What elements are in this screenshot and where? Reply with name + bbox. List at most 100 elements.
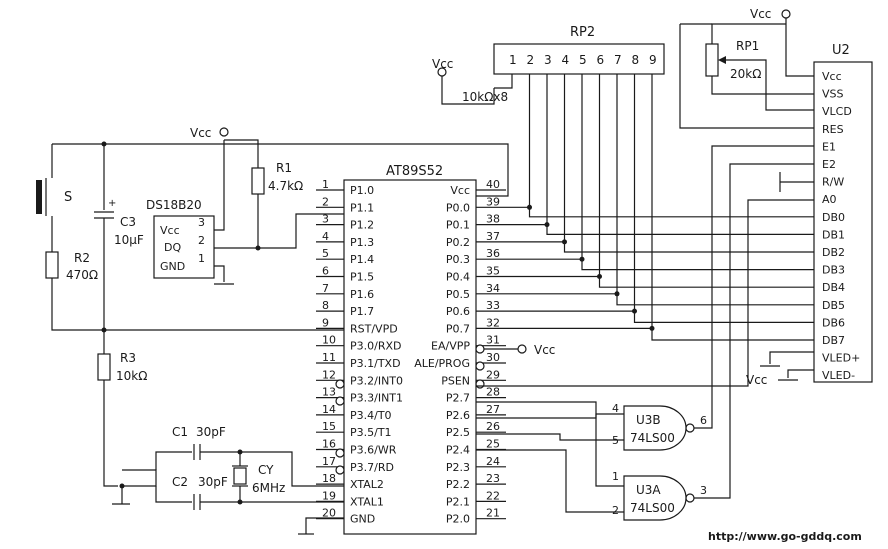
rp1-wiper-arrow (718, 56, 726, 64)
wire (305, 517, 344, 534)
r3-value: 10kΩ (116, 369, 147, 383)
p0-data-bus (506, 74, 814, 341)
source-url: http://www.go-gddq.com (708, 530, 862, 543)
mcu-pin-number: 6 (322, 265, 329, 278)
rp2-pin-number: 2 (527, 53, 535, 67)
wire (787, 369, 814, 378)
rp1-body (705, 43, 719, 77)
mcu-pin-number: 35 (486, 265, 500, 278)
mcu-pin-name: P3.2/INT0 (350, 374, 403, 387)
lcd-pin-name: DB2 (822, 246, 845, 259)
mcu-pin-number: 33 (486, 299, 500, 312)
c1-value: 30pF (196, 425, 226, 439)
junction-dot (562, 239, 567, 245)
db-wire (563, 241, 814, 253)
mcu-pin-name: P3.5/T1 (350, 426, 392, 439)
lcd-pin-name: VSS (822, 88, 844, 101)
r1-pullup: Vcc R1 4.7kΩ (190, 126, 344, 251)
rp2-pin-number: 1 (509, 53, 517, 67)
mcu-pin-name: P3.1/TXD (350, 357, 401, 370)
pin-bubble-rd (335, 465, 345, 475)
mcu-pin-number: 22 (486, 489, 500, 502)
mcu-pin-name: P1.3 (350, 236, 374, 249)
wire (711, 76, 814, 95)
mcu-pin-name: P2.6 (446, 409, 470, 422)
lcd-pin-name: DB5 (822, 299, 845, 312)
u3a-pin-1: 1 (612, 470, 619, 483)
pin-bubble-int1 (335, 396, 345, 406)
vcc-rp2: Vcc (432, 57, 495, 105)
pin-bubble-prog (475, 361, 485, 371)
r3-body (97, 353, 111, 381)
wire (722, 59, 814, 111)
wire (476, 199, 814, 387)
rp2-pin-number: 4 (562, 53, 570, 67)
mcu-pin-number: 19 (322, 489, 336, 502)
mcu-pin-number: 21 (486, 507, 500, 520)
mcu-right-pins: 40Vcc39P0.038P0.137P0.236P0.335P0.434P0.… (414, 178, 506, 526)
junction-dot (527, 204, 532, 210)
pin-bubble-int0 (335, 379, 345, 389)
r3-name: R3 (120, 351, 136, 365)
mcu-pin-name: P1.2 (350, 219, 374, 232)
ds-pin-name-gnd: GND (160, 260, 185, 273)
junction-dot (237, 499, 243, 505)
lcd-pin-name: Vcc (822, 70, 842, 83)
vcc-label: Vcc (750, 7, 771, 21)
u3b-output-bubble (685, 423, 695, 433)
mcu-pin-name: P3.3/INT1 (350, 392, 403, 405)
mcu-pin-number: 27 (486, 403, 500, 416)
mcu-pin-number: 14 (322, 403, 336, 416)
c3-value: 10μF (114, 233, 144, 247)
mcu-pin-name: XTAL2 (350, 478, 384, 491)
mcu-pin-name: XTAL1 (350, 495, 384, 508)
ds-name: DS18B20 (146, 198, 202, 212)
mcu-pin-number: 38 (486, 213, 500, 226)
ds-pin-2: 2 (198, 234, 205, 247)
rp2-pin-number: 6 (597, 53, 605, 67)
lcd-pin-name: DB7 (822, 334, 845, 347)
lcd-pin-name: A0 (822, 193, 837, 206)
mcu-pin-name: P0.7 (446, 322, 470, 335)
junction-dot (544, 222, 550, 228)
mcu-pin-number: 34 (486, 282, 500, 295)
db-wire (546, 224, 814, 235)
wire (51, 278, 344, 331)
db-wire (598, 276, 814, 288)
junction-dot (579, 256, 585, 262)
mcu-pin-name: P0.3 (446, 253, 470, 266)
ds-pin-name-dq: DQ (164, 241, 181, 254)
wire (155, 486, 192, 503)
nand-gate-u3b: U3B 74LS00 4 5 6 (476, 145, 814, 451)
wire (214, 140, 225, 231)
vcc-terminal (781, 9, 791, 19)
lcd-pin-name: E2 (822, 158, 836, 171)
mcu-pin-name: PSEN (441, 374, 470, 387)
junction-dot (237, 449, 243, 455)
junction-dot (632, 308, 637, 314)
rp2-name: RP2 (570, 25, 595, 40)
vcc-label: Vcc (746, 373, 767, 387)
crystal-cy (233, 467, 247, 485)
mcu-pin-number: 25 (486, 438, 500, 451)
mcu-pin-number: 11 (322, 351, 336, 364)
rp2-value: 10kΩx8 (462, 90, 508, 104)
mcu-pin-number: 40 (486, 178, 500, 191)
rp2-pin-number: 3 (544, 53, 552, 67)
mcu-pin-name: P1.1 (350, 201, 374, 214)
mcu-pin-name: P1.5 (350, 271, 374, 284)
mcu-pin-number: 36 (486, 247, 500, 260)
junction-dot (101, 327, 107, 333)
c2-name: C2 (172, 475, 188, 489)
wire (476, 433, 624, 441)
mcu-pin-name: GND (350, 513, 375, 526)
mcu-pin-number: 24 (486, 455, 500, 468)
lcd-pin-name: R/W (822, 176, 844, 189)
u3b-pin-4: 4 (612, 402, 619, 415)
u3b-name: U3B (636, 413, 661, 427)
wire (103, 380, 118, 487)
wire (257, 194, 344, 249)
lcd-pin-name: DB0 (822, 211, 845, 224)
mcu-pin-name: P0.1 (446, 219, 470, 232)
